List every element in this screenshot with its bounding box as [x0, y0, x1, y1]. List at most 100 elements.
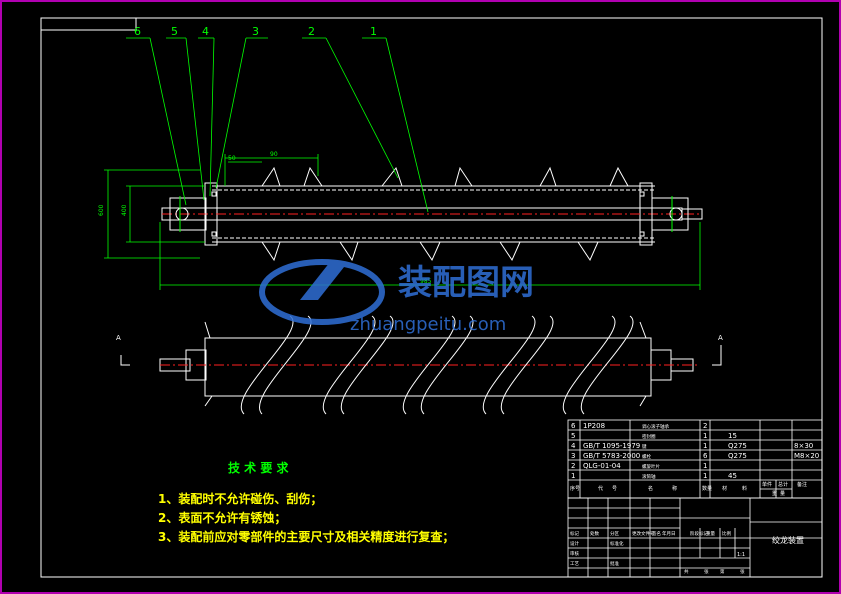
dimension-short-b: 50 — [228, 155, 236, 162]
bom-header-cell: 总计 — [778, 481, 788, 488]
balloon-6: 6 — [134, 25, 141, 38]
notes-item-2: 2、表面不允许有锈蚀； — [158, 510, 286, 525]
drawing-code-box — [40, 17, 137, 31]
title-block-label: 第 — [720, 568, 725, 575]
bom-header-cell: 材 — [722, 485, 727, 492]
bom-header-cell: 称 — [672, 485, 677, 492]
bom-cell-qty: 6 — [703, 452, 708, 460]
bom-cell-material: Q275 — [728, 452, 747, 460]
bom-header: 序号 代 号 名 称 数量 材 料 单件总计 备注重量 — [570, 481, 807, 497]
balloons: 6 5 4 3 2 1 — [134, 25, 377, 38]
bom-cell-name: 键 — [642, 443, 647, 450]
bom-cell-note: M8×20 — [794, 452, 819, 460]
bom-cell-material: 15 — [728, 432, 737, 440]
bom-cell-no: 2 — [571, 462, 575, 470]
title-block-label: 审核 — [570, 550, 579, 557]
bom-header-cell: 序号 — [570, 485, 580, 492]
bom-cell-no: 4 — [571, 442, 576, 450]
section-marker-left: A — [116, 334, 121, 342]
title-block-label: 重量 — [706, 530, 715, 537]
title-block-label: 分区 — [610, 530, 619, 537]
dimension-outer-dia: 600 — [98, 204, 105, 216]
section-view — [161, 166, 703, 262]
bom-header-sub-cell: 量 — [780, 490, 785, 497]
bom-header-cell: 号 — [612, 486, 617, 492]
balloon-leaders — [126, 37, 429, 213]
dimension-inner-dia: 400 — [121, 204, 128, 216]
bom-header-cell: 代 — [598, 485, 603, 492]
title-block-label: 阶段标记 — [690, 530, 708, 537]
bom-cell-material: 45 — [728, 472, 737, 480]
title-block-label: 共 — [684, 568, 689, 575]
section-marker-right: A — [718, 334, 723, 342]
bom-cell-qty: 1 — [703, 472, 707, 480]
drawing-name: 绞龙装置 — [772, 535, 804, 545]
external-view — [120, 315, 722, 415]
title-block-label: 更改文件号 — [632, 530, 655, 537]
title-block-label: 标记 — [570, 530, 579, 537]
bom-cell-name: 调心滚子轴承 — [642, 423, 669, 430]
bom-cell-name: 螺栓 — [642, 453, 651, 460]
bom-header-cell: 备注 — [797, 481, 807, 488]
title-block-label: 张 — [740, 568, 745, 575]
drawing-frame — [40, 17, 823, 578]
title-block-label: 标准化 — [610, 540, 624, 547]
notes-item-1: 1、装配时不允许碰伤、刮伤； — [158, 491, 322, 506]
balloon-5: 5 — [171, 25, 178, 38]
bom-cell-no: 1 — [571, 472, 575, 480]
dimension-length: 985 — [420, 278, 432, 285]
bom-cell-name: 密封圈 — [642, 433, 656, 440]
bom-cell-qty: 1 — [703, 462, 707, 470]
dimension-lines — [104, 154, 701, 290]
balloon-3: 3 — [252, 25, 259, 38]
title-block-label: 签名 — [652, 530, 661, 537]
title-block-label: 批准 — [610, 560, 619, 567]
drawing-scale: 1:1 — [737, 552, 745, 558]
bom-cell-no: 3 — [571, 452, 575, 460]
title-block-label: 年月日 — [662, 530, 676, 537]
bom-cell-material: Q275 — [728, 442, 747, 450]
technical-notes: 技 术 要 求 1、装配时不允许碰伤、刮伤； 2、表面不允许有锈蚀； 3、装配前… — [158, 460, 454, 544]
watermark: 装配图网 zhuangpeitu.com — [259, 259, 534, 335]
section-markers: A A — [116, 334, 723, 342]
notes-title: 技 术 要 求 — [228, 460, 290, 475]
bom-cell-name: 滚筒轴 — [642, 473, 656, 480]
watermark-en: zhuangpeitu.com — [350, 314, 506, 335]
bom-cell-qty: 1 — [703, 432, 707, 440]
bom-cell-code: GB/T 1095-1979 — [583, 442, 640, 450]
dimension-short-a: 90 — [270, 151, 278, 158]
bom-header-cell: 单件 — [762, 481, 772, 488]
bom-cell-code: QLG-01-04 — [583, 462, 621, 470]
dimension-texts: 600 400 985 90 50 — [98, 151, 432, 285]
title-block-label: 比例 — [722, 530, 731, 537]
balloon-1: 1 — [370, 25, 377, 38]
title-block-label: 处数 — [590, 530, 599, 537]
bom-cell-note: 8×30 — [794, 442, 813, 450]
watermark-logo-mark — [300, 262, 348, 300]
bom-header-cell: 名 — [648, 485, 653, 492]
bom-cell-no: 6 — [571, 422, 576, 430]
bom-table — [567, 419, 823, 499]
bom-cell-no: 5 — [571, 432, 575, 440]
bom-cell-code: 1P208 — [583, 422, 605, 430]
bom-header-sub-cell: 重 — [772, 490, 777, 497]
title-block-label: 工艺 — [570, 561, 579, 567]
balloon-2: 2 — [308, 25, 315, 38]
balloon-4: 4 — [202, 25, 209, 38]
title-block-labels: 标记 处数 分区 更改文件号签名年月日设计 标准化审核工艺 批准 阶段标记重量比例共 张 第 张 — [570, 530, 745, 575]
title-block-texts: 绞龙装置 1:1 — [737, 535, 804, 558]
bom-header-cell: 数量 — [702, 485, 712, 492]
notes-item-3: 3、装配前应对零部件的主要尺寸及相关精度进行复查； — [158, 529, 454, 544]
watermark-cn: 装配图网 — [398, 263, 534, 303]
bom-header-cell: 料 — [742, 485, 747, 492]
title-block — [567, 497, 823, 578]
bom-cell-qty: 1 — [703, 442, 707, 450]
title-block-label: 设计 — [570, 540, 579, 547]
watermark-logo-icon — [259, 259, 385, 325]
bom-cell-code: GB/T 5783-2000 — [583, 452, 640, 460]
title-block-label: 张 — [704, 568, 709, 575]
bom-cell-name: 螺旋叶片 — [642, 463, 660, 470]
